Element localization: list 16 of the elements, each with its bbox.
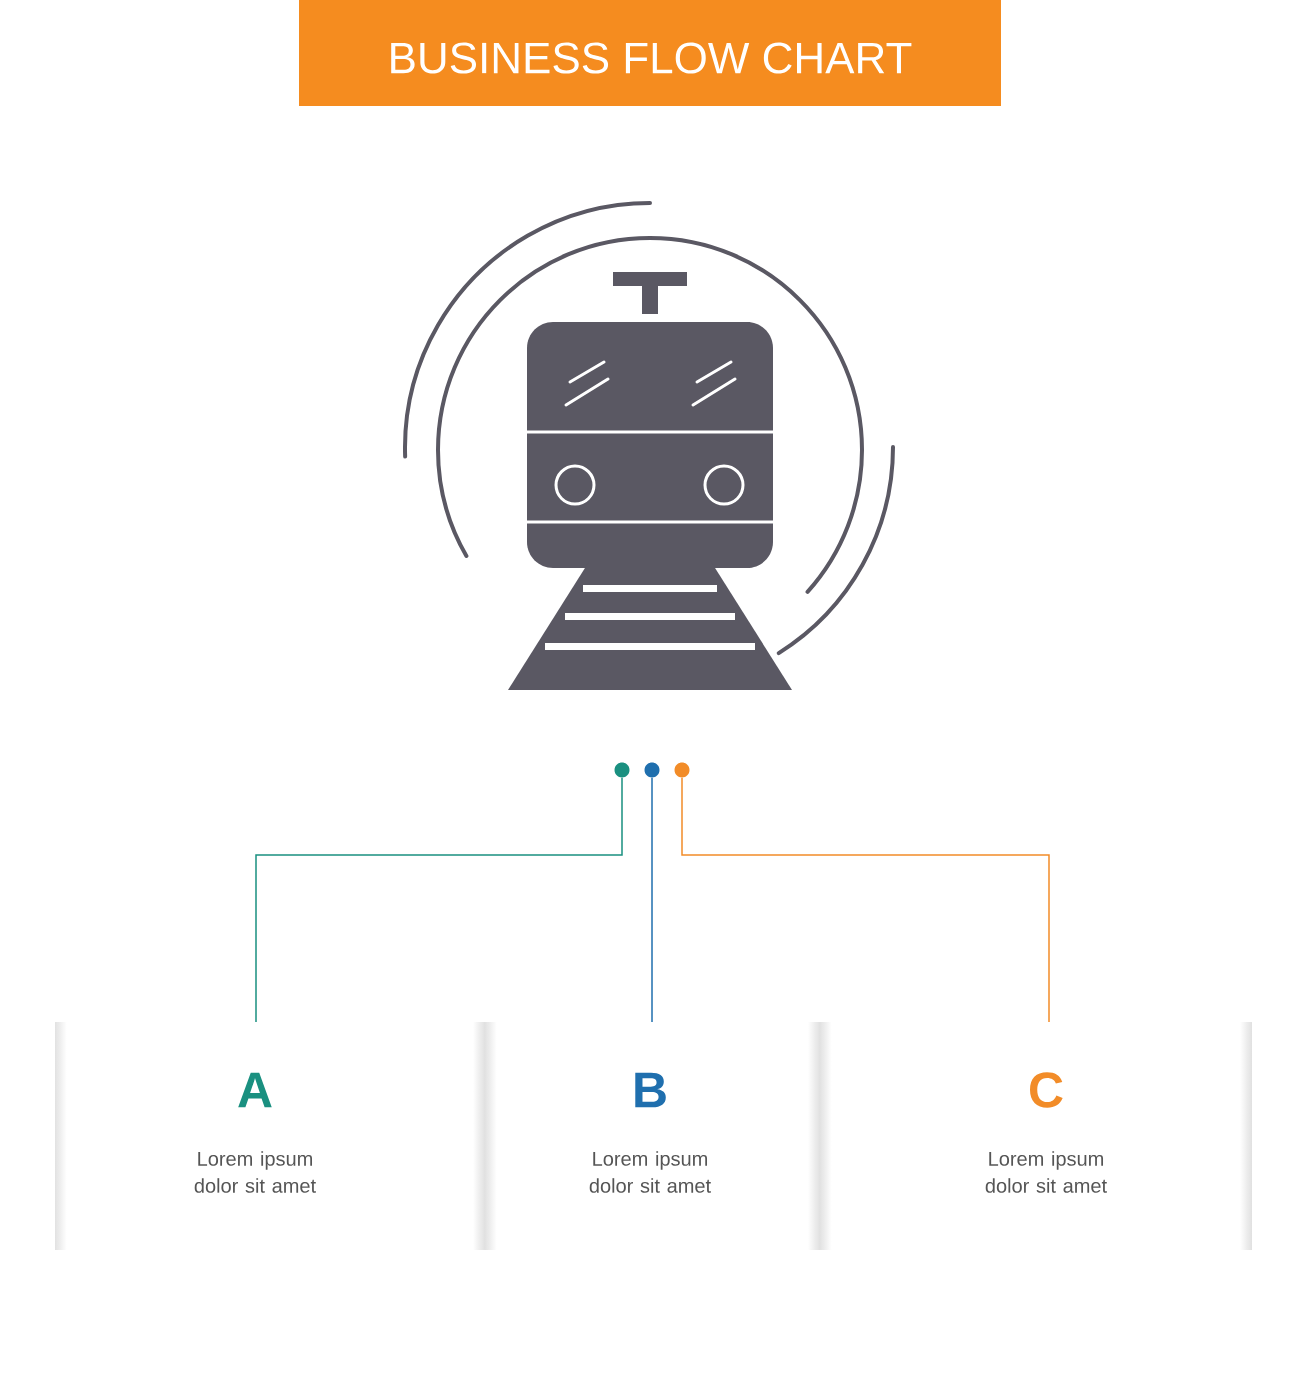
dot [674,762,690,778]
node-label: B [635,1072,666,1108]
dot [614,762,630,778]
connector-line [255,776,623,1023]
node-label: A [238,1072,272,1108]
title-banner: BUSINESS FLOW CHART [299,0,1001,106]
node-label: Lorem ipsum dolor sit amet [194,1151,316,1193]
panel: B Lorem ipsum dolor sit amet [485,1022,821,1251]
node-label: Lorem ipsum dolor sit amet [985,1151,1107,1193]
panel: C Lorem ipsum dolor sit amet [820,1022,1253,1251]
node-label: C [1030,1072,1063,1108]
panel: A Lorem ipsum dolor sit amet [55,1022,486,1251]
connector-line [681,776,1050,1023]
node-label: Lorem ipsum dolor sit amet [589,1151,711,1193]
dot [644,762,660,778]
connector-line [651,776,653,1023]
